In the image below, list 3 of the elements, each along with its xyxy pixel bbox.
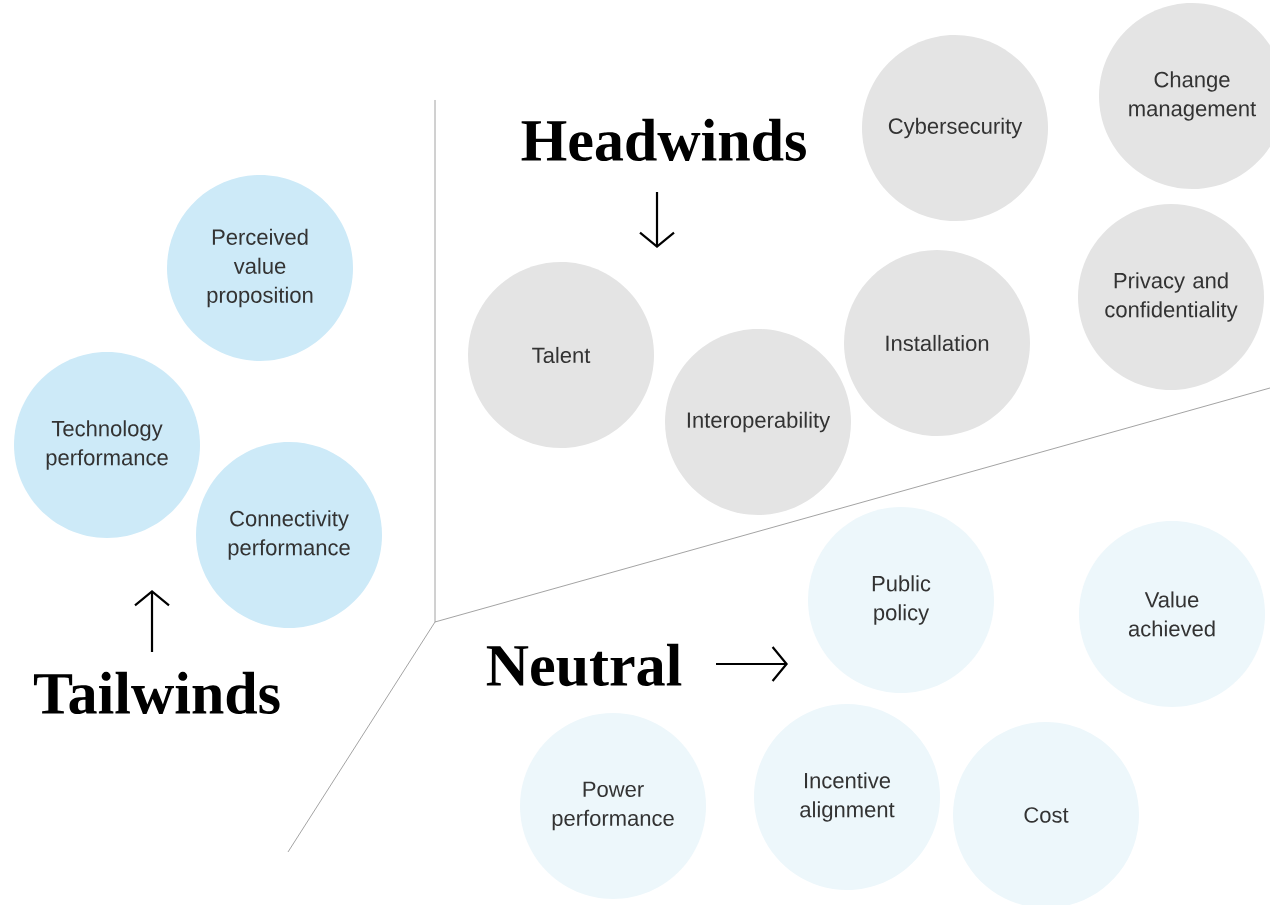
heading: Headwinds bbox=[521, 118, 806, 162]
heading: Tailwinds bbox=[34, 671, 280, 715]
heading: Neutral bbox=[486, 643, 682, 687]
